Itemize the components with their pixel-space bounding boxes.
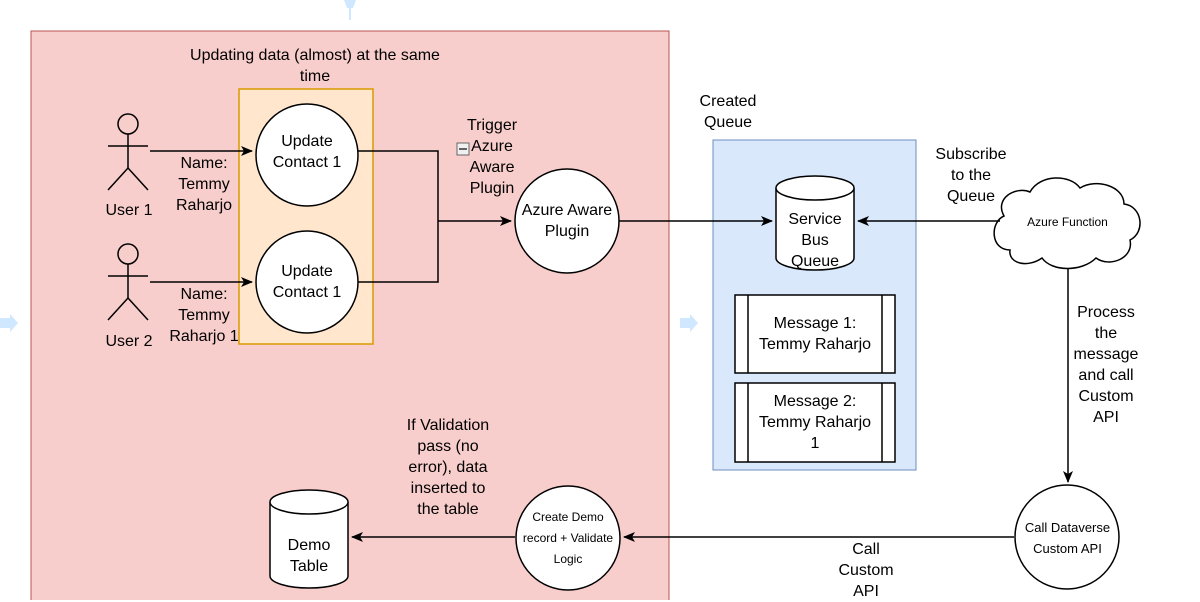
user-2-label: User 2 xyxy=(105,333,153,350)
user-1-label: User 1 xyxy=(105,202,153,219)
faint-handle-arrows xyxy=(0,0,698,332)
connectors xyxy=(150,146,1073,542)
create-demo-record-node xyxy=(515,485,621,591)
update-contact-1-node xyxy=(255,103,359,207)
name-label-2: Name: Temmy Raharjo 1 xyxy=(169,286,239,345)
demo-table-label: Demo Table xyxy=(287,537,331,575)
message-2-box xyxy=(734,382,896,463)
update-contact-2-label: Update Contact 1 xyxy=(272,263,342,301)
trigger-plugin-label: Trigger Azure Aware Plugin xyxy=(466,117,518,197)
name-label-1: Name: Temmy Raharjo xyxy=(175,155,233,214)
azure-function-cloud xyxy=(993,177,1141,270)
validation-note-label: If Validation pass (no error), data inse… xyxy=(406,417,490,518)
demo-table-cylinder xyxy=(269,489,349,589)
message-1-box xyxy=(734,294,896,374)
message-2-label: Message 2: Temmy Raharjo 1 xyxy=(758,393,872,452)
top-note-label: Updating data (almost) at the same time xyxy=(190,47,440,85)
created-queue-label: Created Queue xyxy=(699,93,757,131)
dataverse-custom-api-label: Call Dataverse Custom API xyxy=(1024,520,1111,556)
update-contact-1-label: Update Contact 1 xyxy=(272,133,342,171)
azure-aware-plugin-label: Azure Aware Plugin xyxy=(521,202,613,240)
user-2-actor xyxy=(107,243,149,321)
collapse-toggle[interactable] xyxy=(456,142,470,156)
subscribe-queue-label: Subscribe to the Queue xyxy=(935,146,1007,205)
service-bus-queue-cylinder xyxy=(775,175,855,271)
create-demo-record-label: Create Demo record + Validate Logic xyxy=(522,510,614,566)
user-1-actor xyxy=(107,113,149,191)
azure-function-label: Azure Function xyxy=(1027,215,1108,229)
message-1-label: Message 1: Temmy Raharjo xyxy=(758,315,872,353)
service-bus-queue-label: Service Bus Queue xyxy=(788,211,842,270)
call-custom-api-label: Call Custom API xyxy=(838,541,894,600)
process-message-label: Process the message and call Custom API xyxy=(1073,304,1139,426)
dataverse-custom-api-node xyxy=(1014,484,1120,590)
